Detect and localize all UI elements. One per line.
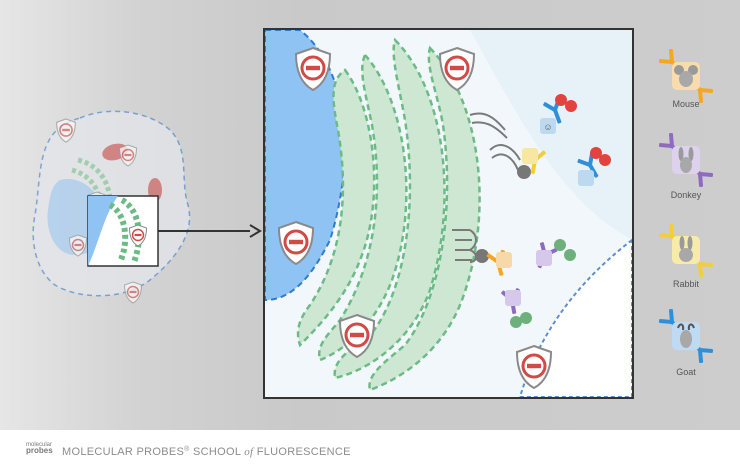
- antibody-cluster-upper: ☺: [522, 94, 611, 186]
- footer-title: MOLECULAR PROBES® SCHOOL of FLUORESCENCE: [62, 446, 351, 458]
- diagram: ☺: [32, 28, 715, 399]
- legend-label-donkey: Donkey: [670, 190, 702, 200]
- legend-label-rabbit: Rabbit: [672, 279, 699, 289]
- svg-text:☺: ☺: [543, 122, 552, 132]
- endoplasmic-reticulum: [296, 37, 481, 392]
- footer-bar: molecular probes: [0, 430, 740, 474]
- detail-panel: ☺: [263, 28, 634, 399]
- legend-goat-icon: [657, 307, 715, 365]
- legend-label-goat: Goat: [676, 367, 696, 377]
- legend-donkey-icon: [657, 131, 715, 189]
- legend-mouse-icon: [657, 47, 715, 105]
- receptor-glycoproteins: [452, 112, 521, 263]
- legend-rabbit-icon: [657, 221, 715, 279]
- zoom-box: [87, 195, 159, 267]
- zoom-arrow: [158, 224, 262, 238]
- brand-logo: molecular probes: [26, 442, 53, 455]
- legend-label-mouse: Mouse: [672, 99, 700, 109]
- antibody-cluster-lower: [485, 239, 576, 328]
